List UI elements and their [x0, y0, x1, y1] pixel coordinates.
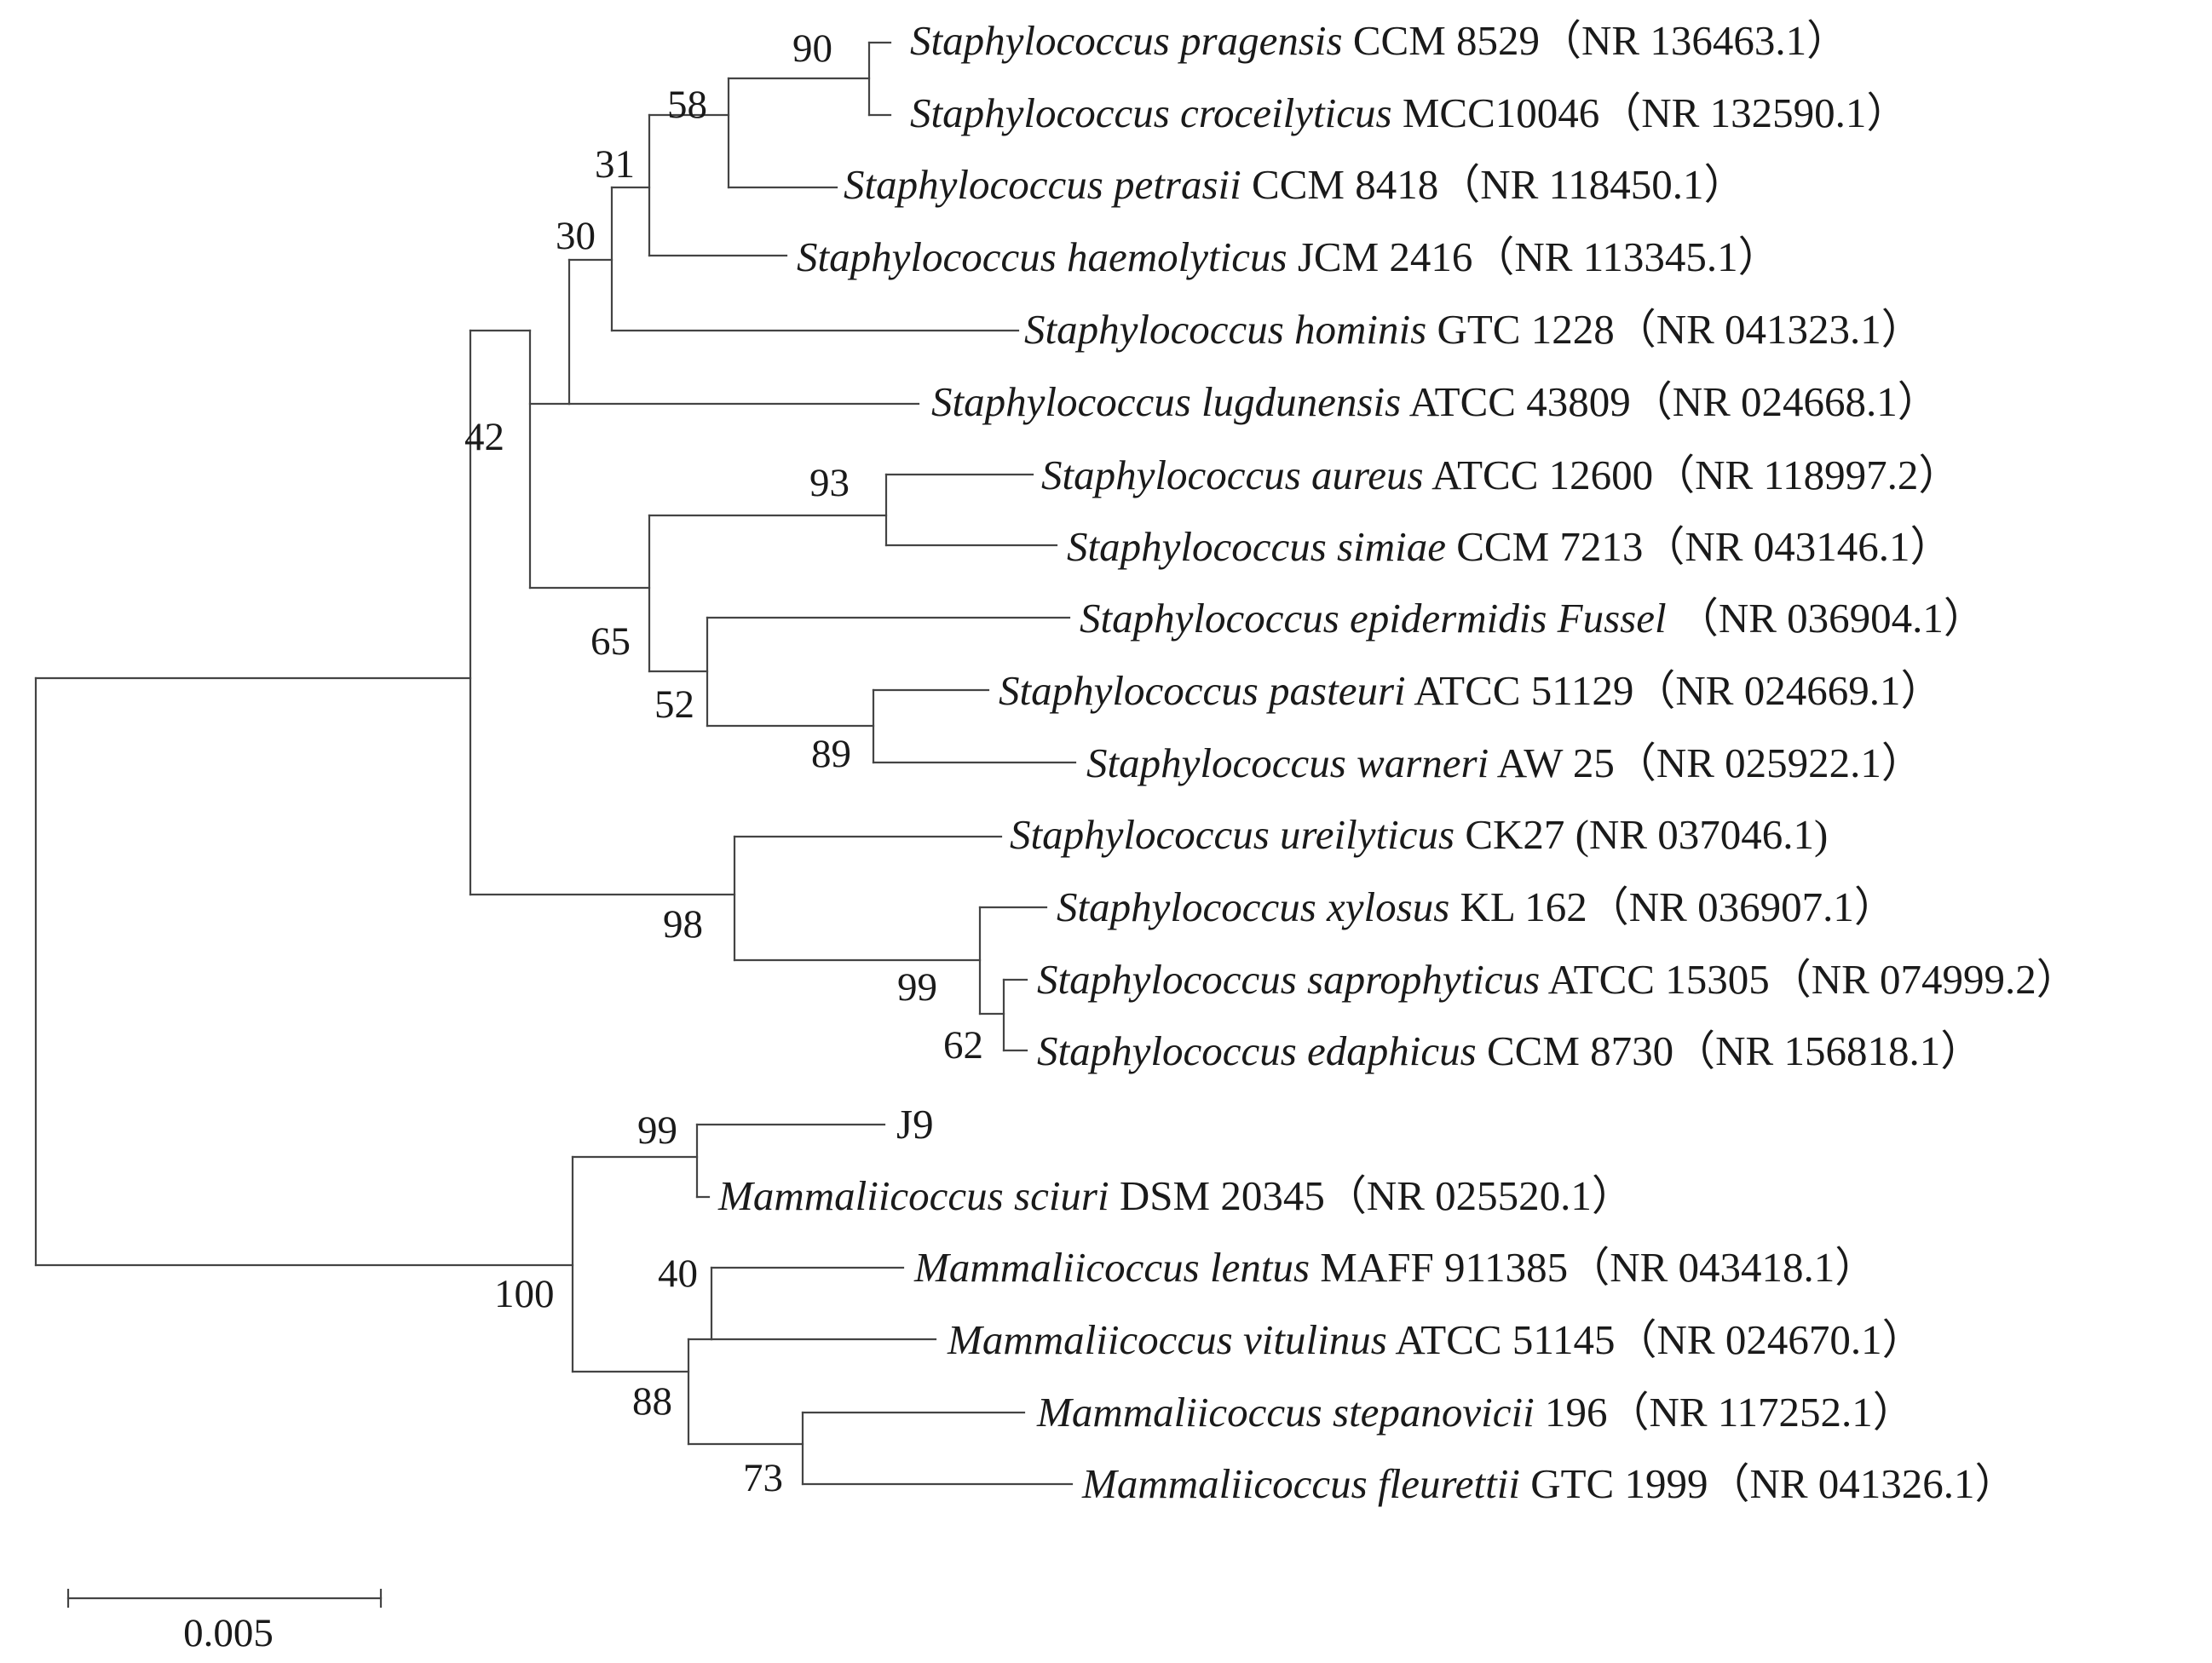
taxon-label: Mammaliicoccus sciuri DSM 20345（NR 02552… [717, 1172, 1633, 1219]
taxon-label: Staphylococcus epidermidis Fussel （NR 03… [1080, 595, 1985, 642]
bootstrap-values: 90 58 31 30 42 93 65 52 89 98 99 62 99 1… [464, 26, 983, 1500]
bootstrap-value: 42 [464, 415, 504, 459]
bootstrap-value: 65 [590, 619, 631, 664]
taxon-label: Mammaliicoccus lentus MAFF 911385（NR 043… [913, 1244, 1876, 1291]
bootstrap-value: 93 [809, 461, 850, 505]
bootstrap-value: 99 [897, 965, 937, 1010]
bootstrap-value: 31 [595, 142, 635, 187]
taxon-label: Mammaliicoccus fleurettii GTC 1999（NR 04… [1081, 1460, 2017, 1507]
bootstrap-value: 99 [637, 1108, 677, 1153]
scale-bar: 0.005 [66, 1588, 383, 1655]
taxon-label: Staphylococcus pasteuri ATCC 51129（NR 02… [999, 667, 1942, 714]
taxon-label: Staphylococcus edaphicus CCM 8730（NR 156… [1037, 1027, 1982, 1074]
bootstrap-value: 52 [654, 682, 694, 727]
taxon-label: Staphylococcus ureilyticus CK27 (NR 0370… [1010, 811, 1828, 858]
taxon-label: Staphylococcus xylosus KL 162（NR 036907.… [1057, 883, 1896, 930]
tree-branches [34, 41, 1077, 1486]
taxon-labels: Staphylococcus pragensis CCM 8529（NR 136… [717, 17, 2078, 1507]
bootstrap-value: 62 [943, 1023, 983, 1067]
taxon-label: Staphylococcus haemolyticus JCM 2416（NR … [797, 233, 1780, 280]
taxon-label: Staphylococcus croceilyticus MCC10046（NR… [910, 89, 1908, 136]
bootstrap-value: 40 [658, 1252, 698, 1296]
scale-bar-label: 0.005 [183, 1611, 274, 1655]
taxon-label: Staphylococcus simiae CCM 7213（NR 043146… [1067, 523, 1952, 570]
bootstrap-value: 73 [743, 1456, 783, 1500]
bootstrap-value: 90 [792, 26, 832, 71]
taxon-label: Staphylococcus saprophyticus ATCC 15305（… [1037, 956, 2078, 1003]
bootstrap-value: 58 [667, 83, 707, 127]
taxon-label: Staphylococcus warneri AW 25（NR 025922.1… [1086, 739, 1923, 786]
bootstrap-value: 88 [632, 1379, 672, 1424]
taxon-label: Staphylococcus hominis GTC 1228（NR 04132… [1024, 306, 1923, 353]
taxon-label: J9 [896, 1101, 934, 1148]
bootstrap-value: 89 [811, 732, 851, 776]
taxon-label: Mammaliicoccus vitulinus ATCC 51145（NR 0… [947, 1316, 1924, 1363]
bootstrap-value: 30 [556, 214, 596, 258]
bootstrap-value: 98 [663, 902, 703, 947]
taxon-label: Mammaliicoccus stepanovicii 196（NR 11725… [1036, 1389, 1915, 1436]
taxon-label: Staphylococcus pragensis CCM 8529（NR 136… [910, 17, 1848, 64]
taxon-label: Staphylococcus lugdunensis ATCC 43809（NR… [931, 378, 1939, 425]
bootstrap-value: 100 [494, 1272, 555, 1316]
taxon-label: Staphylococcus aureus ATCC 12600（NR 1189… [1041, 452, 1960, 498]
taxon-label: Staphylococcus petrasii CCM 8418（NR 1184… [844, 161, 1745, 208]
